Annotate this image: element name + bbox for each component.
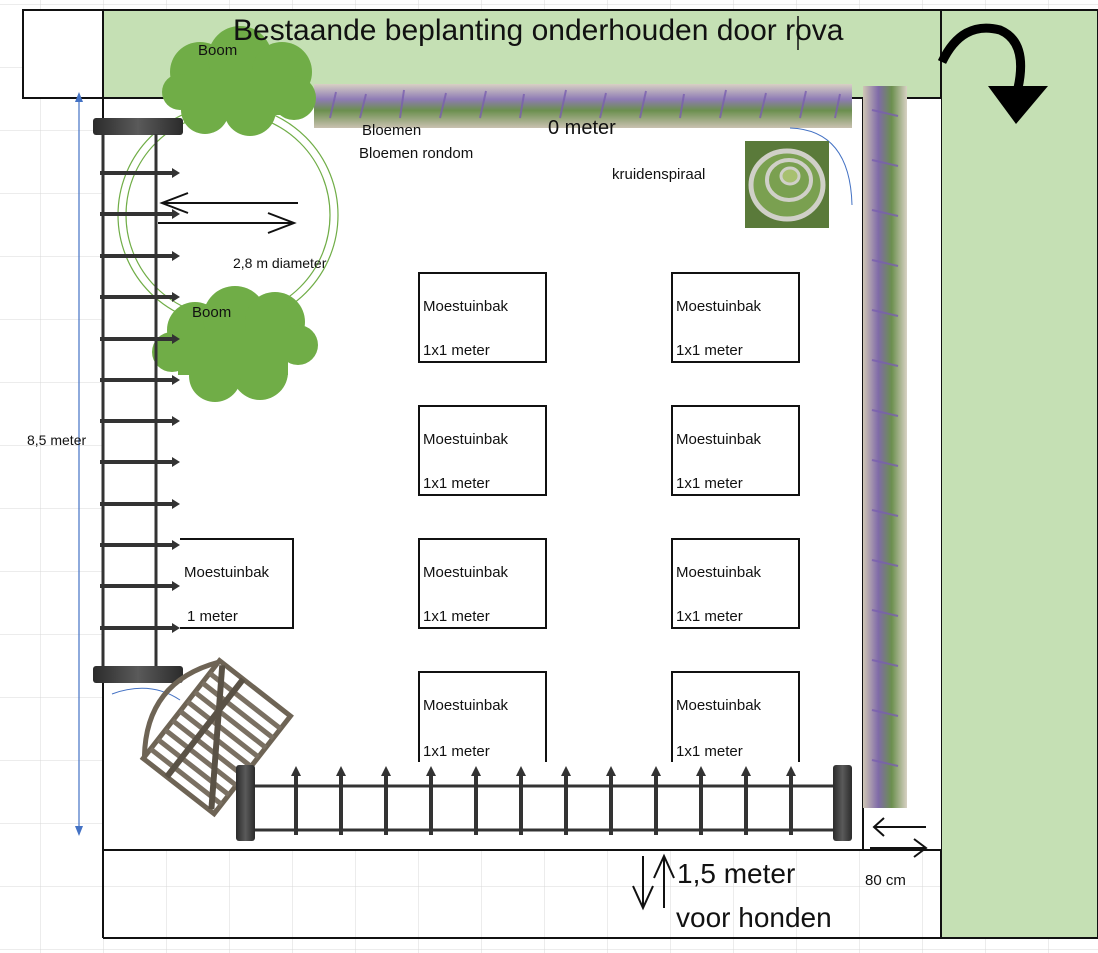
diameter-arrows-icon bbox=[158, 192, 298, 234]
bed-size: 1x1 meter bbox=[676, 475, 743, 492]
bottom-fence-icon bbox=[236, 765, 852, 841]
height-label: 8,5 meter bbox=[27, 432, 87, 448]
left-fence-icon bbox=[93, 118, 183, 683]
tree-top-icon bbox=[162, 26, 316, 136]
flowers-around-label: Bloemen rondom bbox=[359, 145, 474, 162]
page-title: Bestaande beplanting onderhouden door ro… bbox=[233, 14, 844, 47]
herb-spiral-label: kruidenspiraal bbox=[612, 166, 706, 183]
bed-name: Moestuinbak bbox=[676, 564, 762, 581]
bed-4: Moestuinbak 1x1 meter bbox=[671, 405, 800, 496]
bed-size: 1x1 meter bbox=[676, 342, 743, 359]
wooden-gate-icon bbox=[139, 657, 294, 818]
side-width-arrows-icon bbox=[870, 817, 928, 858]
corner-cell bbox=[22, 9, 104, 99]
bed-name: Moestuinbak bbox=[184, 564, 270, 581]
tree-bottom-icon bbox=[152, 286, 318, 402]
bed-size: 1x1 meter bbox=[676, 743, 743, 760]
lavender-strip-right bbox=[863, 86, 907, 808]
dog-strip-arrows-icon bbox=[632, 853, 675, 911]
bed-size: 1x1 meter bbox=[423, 743, 490, 760]
bed-size: 1x1 meter bbox=[676, 608, 743, 625]
bed-1: Moestuinbak 1x1 meter bbox=[418, 272, 547, 363]
herb-spiral-icon bbox=[745, 141, 829, 228]
partial-meter-label: 0 meter bbox=[548, 118, 616, 134]
green-strip-right bbox=[940, 9, 1098, 939]
bed-5: Moestuinbak 1 meter bbox=[180, 538, 294, 629]
bed-size: 1x1 meter bbox=[423, 342, 490, 359]
bed-9: Moestuinbak 1x1 meter bbox=[671, 671, 800, 762]
bed-3: Moestuinbak 1x1 meter bbox=[418, 405, 547, 496]
bed-name: Moestuinbak bbox=[423, 298, 509, 315]
bed-size: 1x1 meter bbox=[423, 608, 490, 625]
bed-size: 1x1 meter bbox=[423, 475, 490, 492]
bed-name: Moestuinbak bbox=[676, 697, 762, 714]
bed-7: Moestuinbak 1x1 meter bbox=[671, 538, 800, 629]
bed-8: Moestuinbak 1x1 meter bbox=[418, 671, 547, 762]
bed-name: Moestuinbak bbox=[676, 298, 762, 315]
flowers-label: Bloemen bbox=[362, 122, 422, 139]
dog-strip-label-line2: voor honden bbox=[676, 902, 832, 933]
bed-name: Moestuinbak bbox=[423, 431, 509, 448]
bed-name: Moestuinbak bbox=[676, 431, 762, 448]
tree-bottom-label: Boom bbox=[192, 304, 232, 321]
bed-name: Moestuinbak bbox=[423, 564, 509, 581]
dog-strip-label-line1: 1,5 meter bbox=[677, 858, 796, 889]
bed-size: 1 meter bbox=[187, 608, 238, 625]
tree-top-label: Boom bbox=[198, 42, 238, 59]
diameter-label: 2,8 m diameter bbox=[233, 255, 327, 271]
bed-name: Moestuinbak bbox=[423, 697, 509, 714]
curved-arrow-icon bbox=[937, 23, 1048, 124]
side-width-label: 80 cm bbox=[865, 872, 906, 889]
bed-2: Moestuinbak 1x1 meter bbox=[671, 272, 800, 363]
bed-6: Moestuinbak 1x1 meter bbox=[418, 538, 547, 629]
